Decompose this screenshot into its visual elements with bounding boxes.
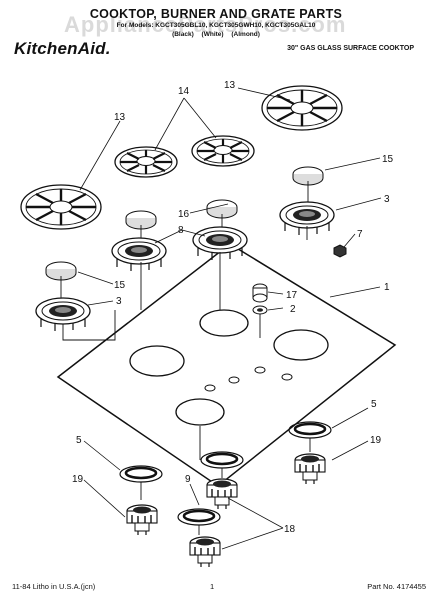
igniter-switch <box>252 283 268 315</box>
callout-label: 3 <box>384 194 390 205</box>
footer-print-info: 11-84 Litho in U.S.A.(jcn) <box>12 582 96 591</box>
burner-valve <box>126 504 158 536</box>
callout-label: 15 <box>114 280 126 291</box>
callout-label: 15 <box>382 154 394 165</box>
model-colors: (Black) (White) (Almond) <box>172 31 260 38</box>
callout-label: 5 <box>371 399 377 410</box>
burner-cutout <box>175 398 225 426</box>
product-subtitle: 30" GAS GLASS SURFACE COOKTOP <box>287 45 414 52</box>
callout-label: 19 <box>370 435 382 446</box>
callout-label: 17 <box>286 290 298 301</box>
callout-label: 8 <box>178 225 184 236</box>
callout-label: 19 <box>72 474 84 485</box>
model-numbers: For Models: KGCT305GBL10, KGCT305GWH10, … <box>116 22 316 29</box>
grate-small <box>113 145 179 179</box>
grate-small <box>190 134 256 168</box>
callout-label: 7 <box>357 229 363 240</box>
callout-labels: 13 14 13 15 3 16 8 7 1 15 3 17 2 5 5 19 … <box>72 80 394 535</box>
callout-label: 16 <box>178 209 190 220</box>
callout-label: 13 <box>114 112 126 123</box>
callout-label: 5 <box>76 435 82 446</box>
callout-label: 14 <box>178 86 190 97</box>
knob-hole <box>281 373 293 381</box>
burner-cutout <box>273 329 329 361</box>
knob-hole <box>228 376 240 384</box>
burner-cutout <box>129 345 185 377</box>
gasket-ring <box>176 507 222 527</box>
leader-lines <box>77 87 382 550</box>
burner-valve <box>294 453 326 485</box>
burner-valve <box>206 478 238 510</box>
gasket-ring <box>287 420 333 440</box>
callout-label: 2 <box>290 304 296 315</box>
guide-lines <box>60 181 311 535</box>
burner-cutout <box>199 309 249 337</box>
footer-page-number: 1 <box>210 582 215 591</box>
knob-hole <box>204 384 216 392</box>
burner-base <box>111 237 167 272</box>
gasket-ring <box>118 464 164 484</box>
brand-logo: KitchenAid. <box>14 39 111 58</box>
orifice-nut <box>333 244 347 258</box>
callout-label: 3 <box>116 296 122 307</box>
page-title: COOKTOP, BURNER AND GRATE PARTS <box>89 7 343 21</box>
knob-hole <box>254 366 266 374</box>
callout-label: 18 <box>284 524 296 535</box>
callout-label: 9 <box>185 474 191 485</box>
burner-valve <box>189 536 221 568</box>
footer-part-number: Part No. 4174455 <box>367 582 426 591</box>
grate-large <box>19 183 103 231</box>
grate-large <box>260 84 344 132</box>
cooktop-glass <box>56 243 397 487</box>
callout-label: 13 <box>224 80 236 91</box>
callout-label: 1 <box>384 282 390 293</box>
